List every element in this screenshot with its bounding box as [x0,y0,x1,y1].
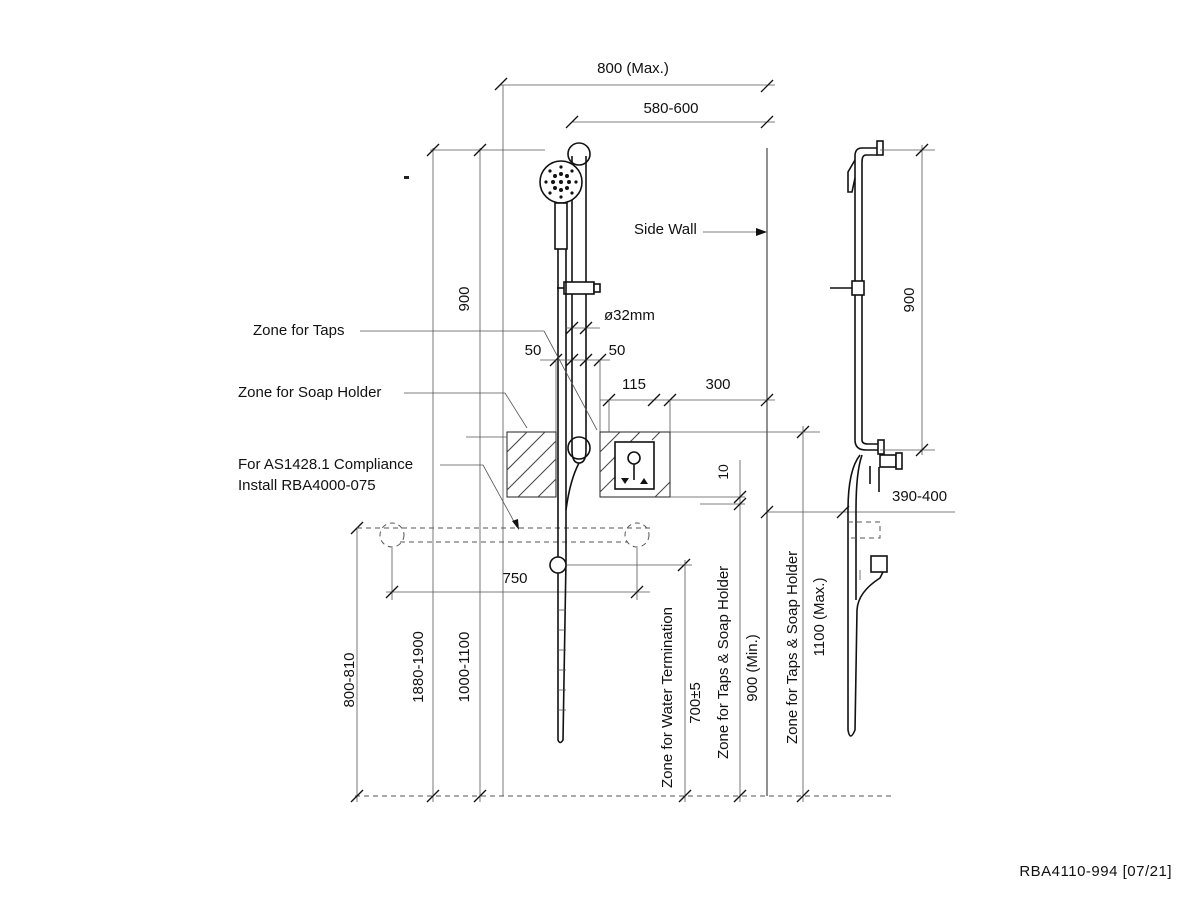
dim-50-right: 50 [609,342,626,359]
zone-soap-label: Zone for Soap Holder [238,384,381,401]
dim-800-810: 800-810 [341,652,358,707]
taps-soap-label-1: Zone for Taps & Soap Holder [715,566,732,759]
dim-900-left: 900 [456,286,473,311]
dim-1880-1900: 1880-1900 [410,631,427,703]
dim-900-min: 900 (Min.) [744,634,761,702]
shower-rail-side-view [830,140,903,737]
dim-390-400: 390-400 [892,488,947,505]
soap-holder-zone [506,431,557,498]
taps-soap-label-2: Zone for Taps & Soap Holder [784,551,801,744]
dim-50-left: 50 [525,342,542,359]
water-termination-label: Zone for Water Termination [659,607,676,788]
side-wall-arrow [756,228,767,236]
drawing-code: RBA4110-994 [07/21] [1019,863,1172,880]
dim-1000-1100: 1000-1100 [456,632,473,703]
dim-750-label: 750 [502,570,527,587]
dim-32mm: ø32mm [604,307,655,324]
side-wall-label: Side Wall [634,221,697,238]
dim-1100-max: 1100 (Max.) [811,578,828,657]
dim-800-label: 800 (Max.) [597,60,669,77]
compliance-label-2: Install RBA4000-075 [238,477,376,494]
dim-115: 115 [622,376,646,393]
dim-700: 700±5 [687,682,704,724]
dim-580-label: 580-600 [643,100,698,117]
dim-900-right: 900 [901,287,918,312]
grab-rail-dashed [357,522,650,600]
compliance-label-1: For AS1428.1 Compliance [238,456,413,473]
shower-rail-front [539,142,601,744]
dim-300: 300 [705,376,730,393]
dim-10: 10 [715,464,731,480]
taps-zone [599,431,671,498]
zone-taps-label: Zone for Taps [253,322,344,339]
